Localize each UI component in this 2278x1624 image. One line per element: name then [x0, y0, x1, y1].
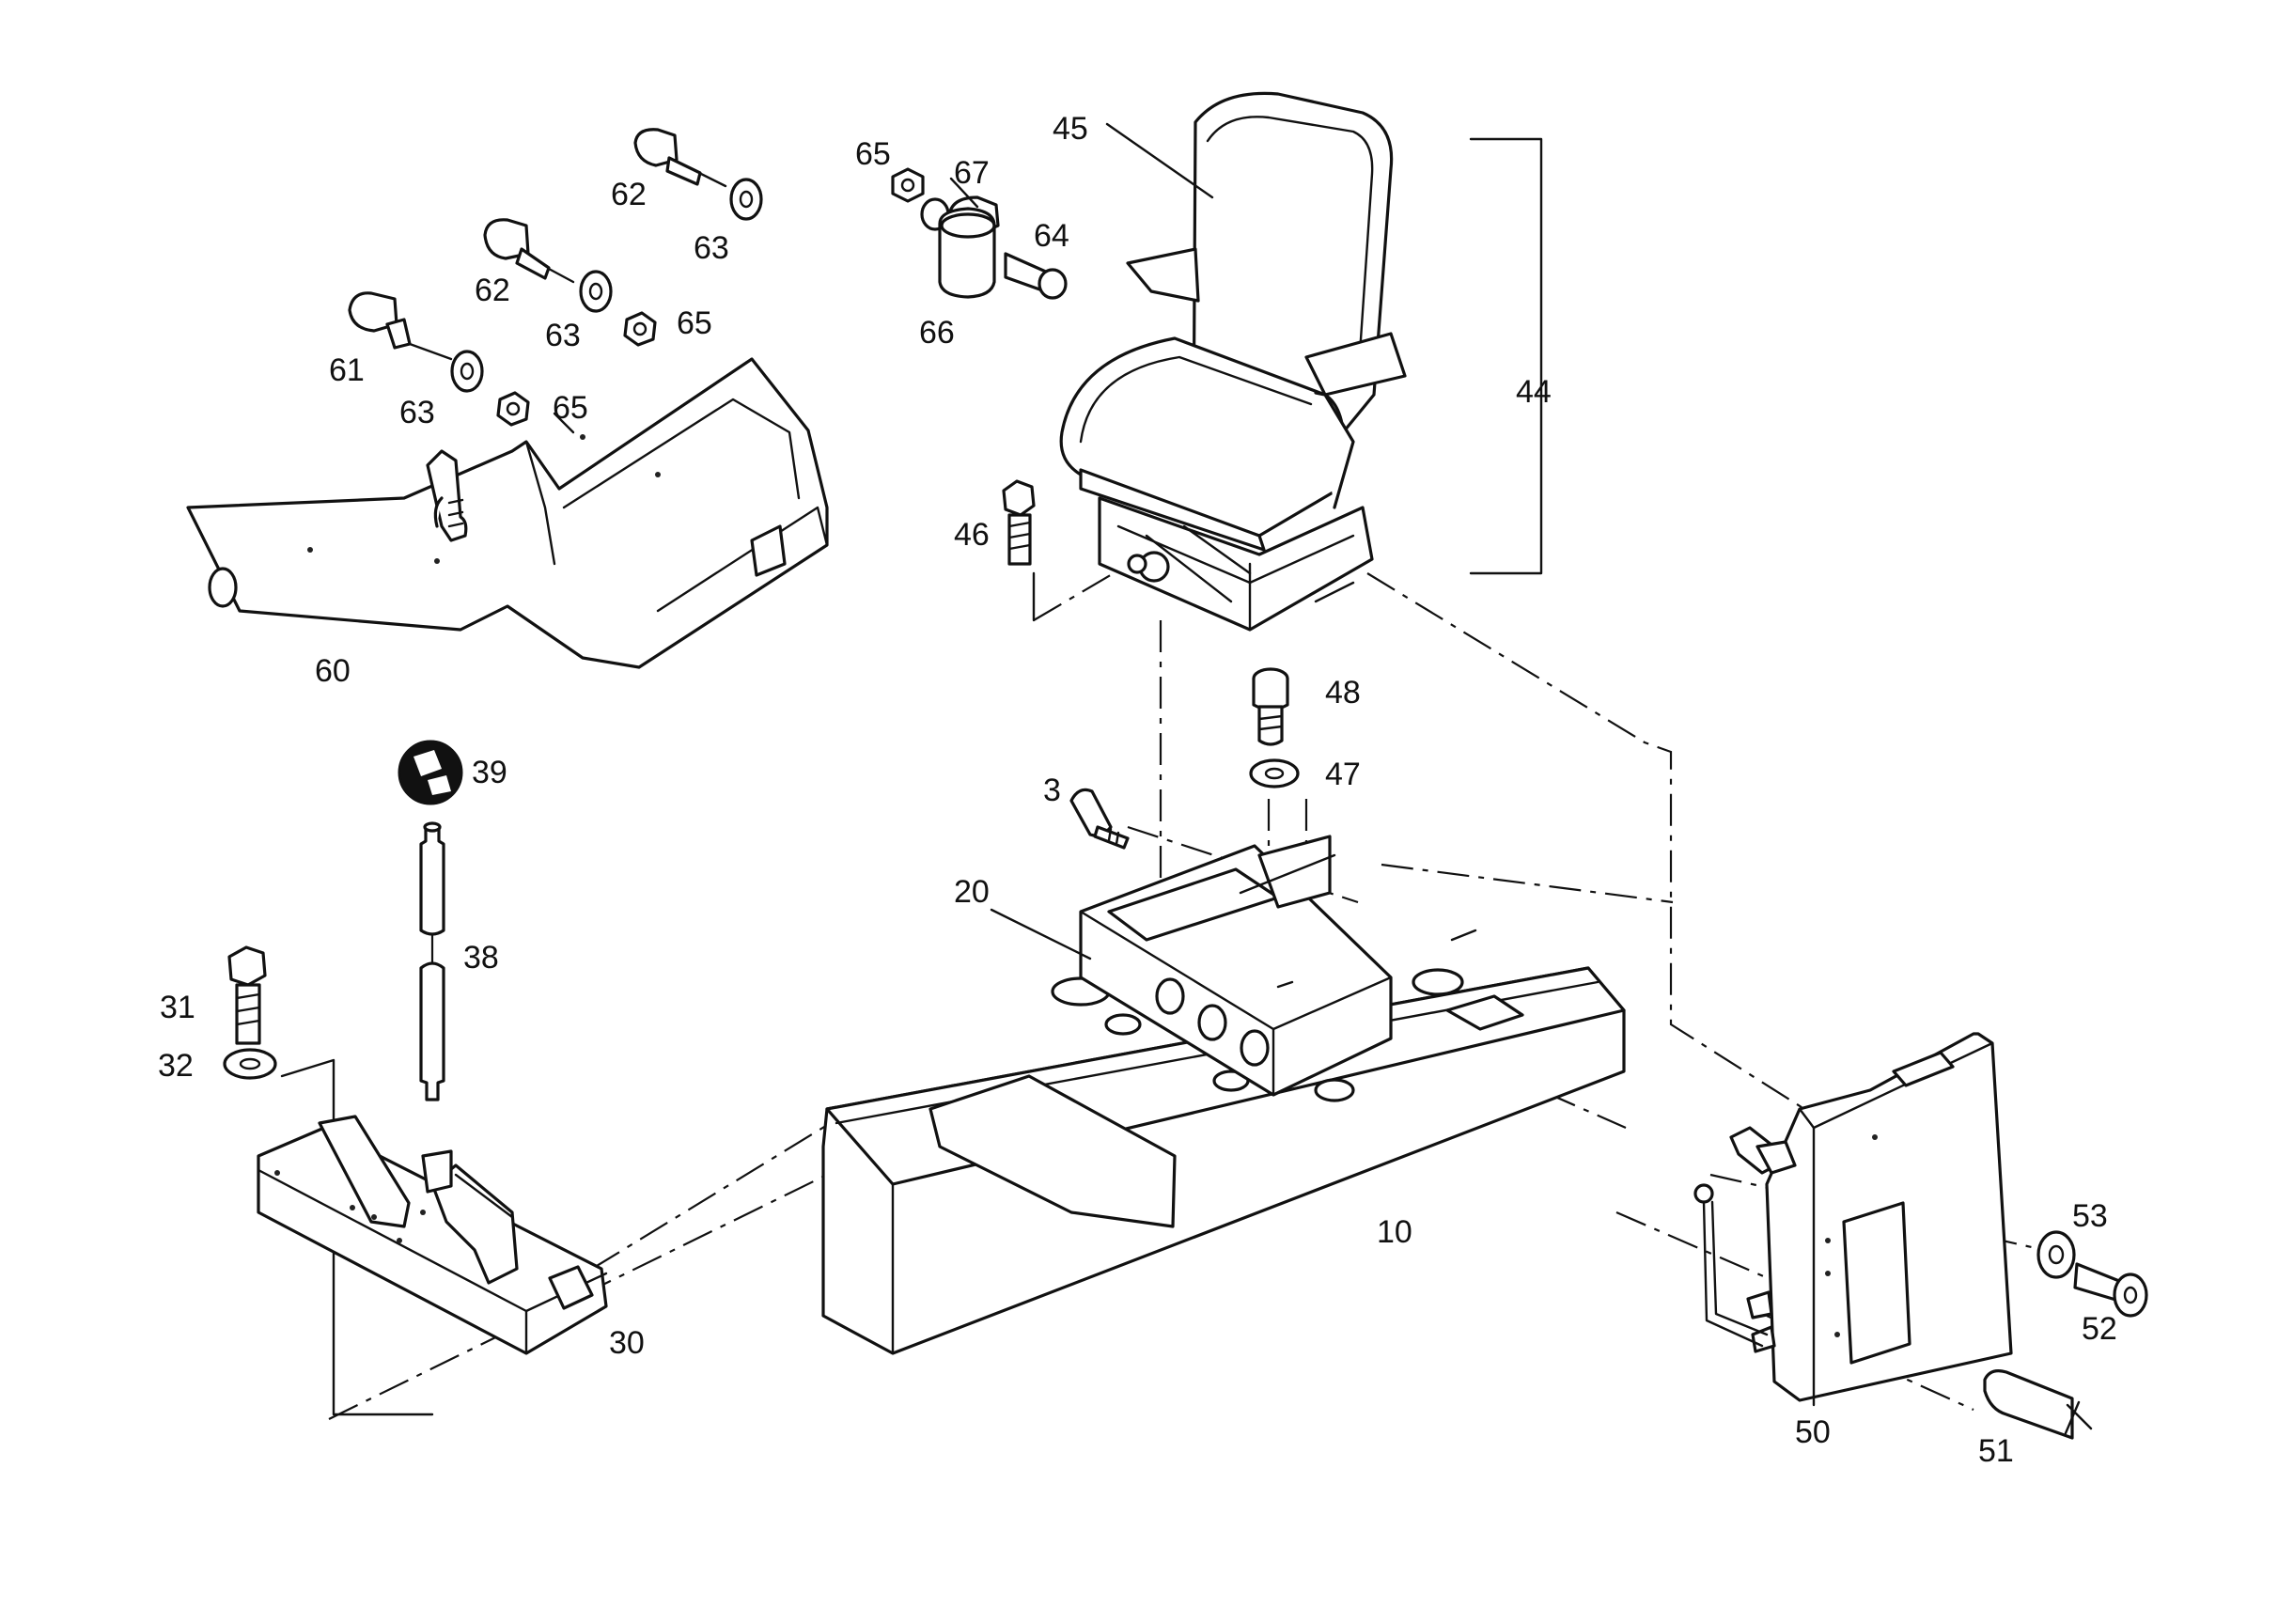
seat-hardware-group	[891, 167, 1068, 300]
label-45: 45	[1053, 111, 1088, 147]
label-31: 31	[160, 990, 195, 1025]
screw-3	[1069, 788, 1130, 850]
label-66: 66	[919, 315, 955, 351]
label-50: 50	[1795, 1414, 1831, 1450]
washers-63	[450, 178, 763, 393]
label-65-lower: 65	[553, 390, 588, 426]
bolt-62-upper	[633, 128, 727, 188]
bolt-61	[348, 291, 453, 361]
label-65-middle: 65	[677, 305, 712, 341]
label-63-lower: 63	[399, 395, 435, 430]
screw-52	[2073, 1262, 2148, 1318]
rod-38	[419, 821, 445, 1101]
label-30: 30	[609, 1325, 645, 1361]
label-38: 38	[463, 940, 499, 976]
label-20: 20	[954, 874, 990, 910]
label-60: 60	[315, 653, 351, 689]
leader-lines	[553, 122, 1214, 960]
label-53: 53	[2072, 1198, 2108, 1234]
label-61: 61	[329, 352, 365, 388]
knob-39	[398, 740, 463, 805]
label-67: 67	[954, 155, 990, 191]
label-51: 51	[1978, 1433, 2014, 1469]
part-labels: 3 10 20 30 31 32 38 39 44 45 46 47 48 50…	[158, 111, 2117, 1469]
bolt-31	[227, 945, 267, 1045]
label-48: 48	[1325, 675, 1361, 710]
label-44: 44	[1516, 374, 1552, 410]
label-46: 46	[954, 517, 990, 553]
label-65-top: 65	[855, 136, 891, 172]
label-62-lower: 62	[475, 273, 510, 308]
washer-32	[223, 1048, 277, 1080]
label-47: 47	[1325, 757, 1361, 792]
washer-53	[2036, 1230, 2076, 1279]
base-plate	[821, 929, 1626, 1355]
label-64: 64	[1034, 218, 1069, 254]
label-39: 39	[472, 755, 507, 790]
bolt-46	[1002, 479, 1115, 622]
label-32: 32	[158, 1048, 194, 1084]
bolt-62-lower	[483, 218, 575, 284]
label-10: 10	[1377, 1214, 1412, 1250]
fastener-48	[1252, 667, 1289, 746]
label-63-upper: 63	[694, 230, 729, 266]
label-63-middle: 63	[545, 318, 581, 353]
label-3: 3	[1043, 773, 1061, 808]
seat-base-box	[1079, 835, 1393, 1097]
pedal-assembly	[257, 1115, 608, 1355]
bracket-44	[1469, 137, 1543, 575]
control-console-right	[1693, 1032, 2013, 1407]
control-console-left	[186, 357, 829, 669]
label-52: 52	[2082, 1311, 2117, 1347]
seat	[1059, 91, 1407, 632]
nuts-65	[496, 311, 657, 427]
label-62-upper: 62	[611, 177, 647, 212]
screw-51	[1983, 1369, 2093, 1440]
washer-47	[1249, 758, 1300, 789]
